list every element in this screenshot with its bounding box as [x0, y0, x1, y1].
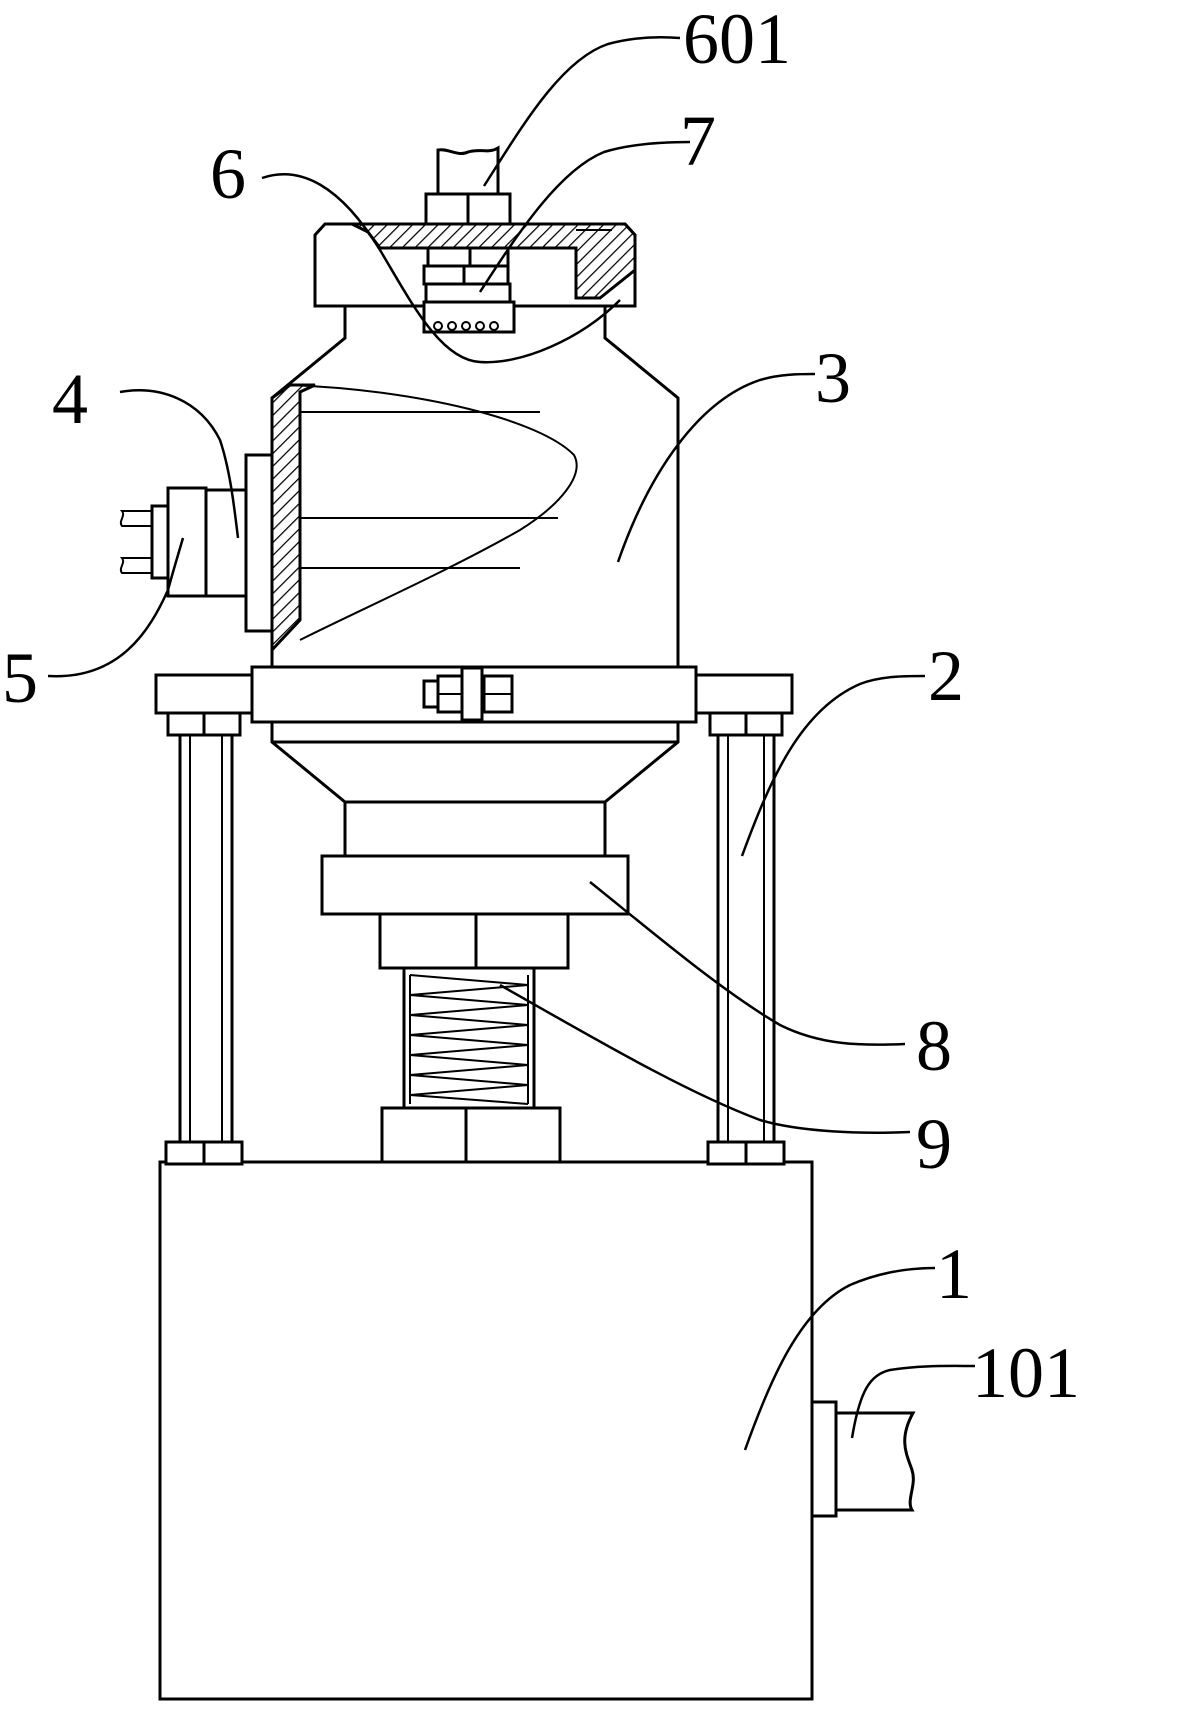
label-6: 6 [210, 134, 246, 214]
side-motor [119, 453, 274, 633]
label-1: 1 [936, 1234, 972, 1314]
label-7: 7 [680, 101, 716, 181]
label-101: 101 [972, 1333, 1080, 1413]
label-601: 601 [683, 0, 791, 79]
lower-hopper [270, 720, 680, 858]
label-8: 8 [916, 1006, 952, 1086]
spring-assembly [378, 912, 570, 1164]
base-housing [158, 1160, 916, 1701]
label-9: 9 [916, 1104, 952, 1184]
clamp-ring [250, 665, 698, 724]
label-2: 2 [928, 636, 964, 716]
flange-plate [320, 854, 630, 916]
main-cylinder [270, 304, 680, 669]
label-5: 5 [2, 638, 38, 718]
reference-labels: 601 7 6 3 4 5 2 8 9 1 101 [2, 0, 1080, 1413]
support-columns [154, 673, 794, 1166]
label-4: 4 [52, 359, 88, 439]
leader-lines [47, 36, 976, 1451]
top-shaft [422, 145, 516, 334]
label-3: 3 [815, 338, 851, 418]
